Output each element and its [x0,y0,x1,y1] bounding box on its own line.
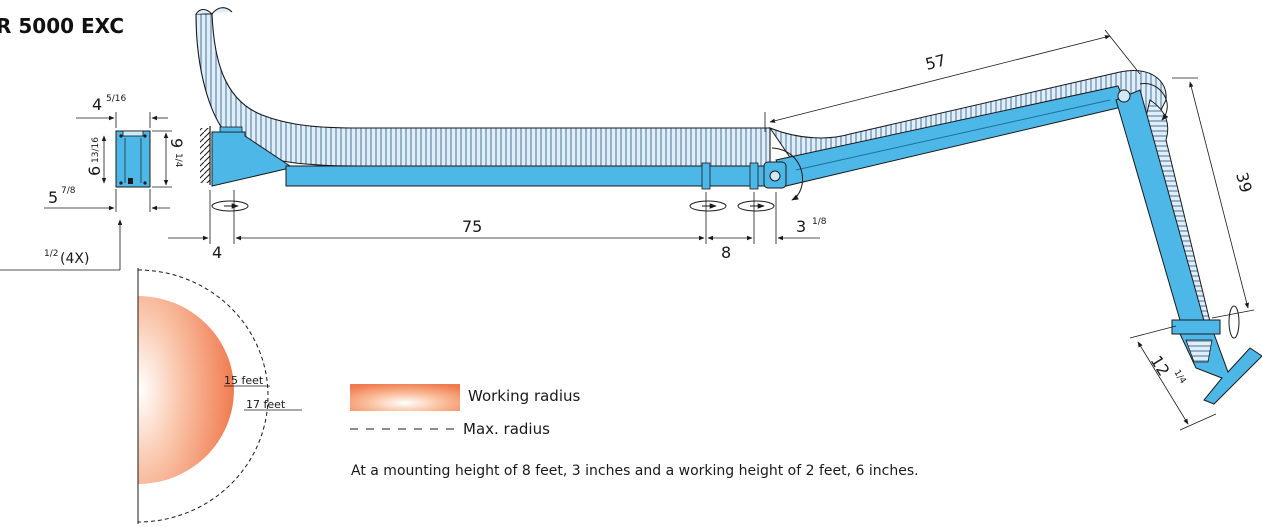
model-title: R 5000 EXC [0,14,124,38]
bolt-size-frac: 1/2 [44,249,58,259]
flexible-hose-upper [195,13,771,167]
dim-lower-arm: 39 [1232,170,1256,195]
dim-elbow-offset-whole: 3 [796,217,806,236]
dim-wall-offset: 4 [212,243,222,262]
working-radius-label: 15 feet [224,374,264,387]
bracket-outer-height-whole: 9 [167,138,186,148]
working-radius-area [138,296,234,484]
dim-hood-frac: 1/4 [1171,368,1187,386]
horizontal-boom [285,165,767,187]
elbow-joint [769,170,781,182]
dimension-arms: 57 39 12 1/4 [764,29,1256,431]
dim-joint-length: 8 [721,243,731,262]
upper-arm-tube [775,85,1127,187]
bracket-base-width-whole: 5 [48,188,58,207]
legend-max-label: Max. radius [463,420,550,438]
legend-working-swatch [350,384,460,411]
dimension-chain-horizontal: 4 75 8 3 1/8 [168,190,827,262]
max-radius-label: 17 feet [246,398,286,411]
bracket-outer-height-frac: 1/4 [173,153,183,168]
dim-elbow-offset-frac: 1/8 [812,217,827,227]
mounting-note: At a mounting height of 8 feet, 3 inches… [351,463,919,479]
dim-hood-whole: 12 [1147,352,1174,379]
legend-working-label: Working radius [468,387,581,405]
bracket-body [115,130,151,188]
dim-upper-arm: 57 [923,51,947,74]
bracket-inner-height-frac: 13/16 [91,137,101,163]
dim-arm-length: 75 [462,217,482,236]
bracket-width-frac: 5/16 [106,94,126,104]
bolt-count: (4X) [60,251,89,267]
knee-joint [1117,89,1131,103]
extraction-arm [195,7,1262,405]
wall-bracket-detail: 4 5/16 6 13/16 9 1/4 5 7/8 1/2 (4X) [0,94,186,271]
legend: Working radius Max. radius [350,384,581,438]
bracket-inner-height-whole: 6 [85,166,104,176]
wall-hatch [200,128,210,183]
bracket-width-whole: 4 [92,95,102,114]
working-radius-diagram: 15 feet 17 feet [137,268,302,524]
bracket-base-width-frac: 7/8 [61,186,76,196]
